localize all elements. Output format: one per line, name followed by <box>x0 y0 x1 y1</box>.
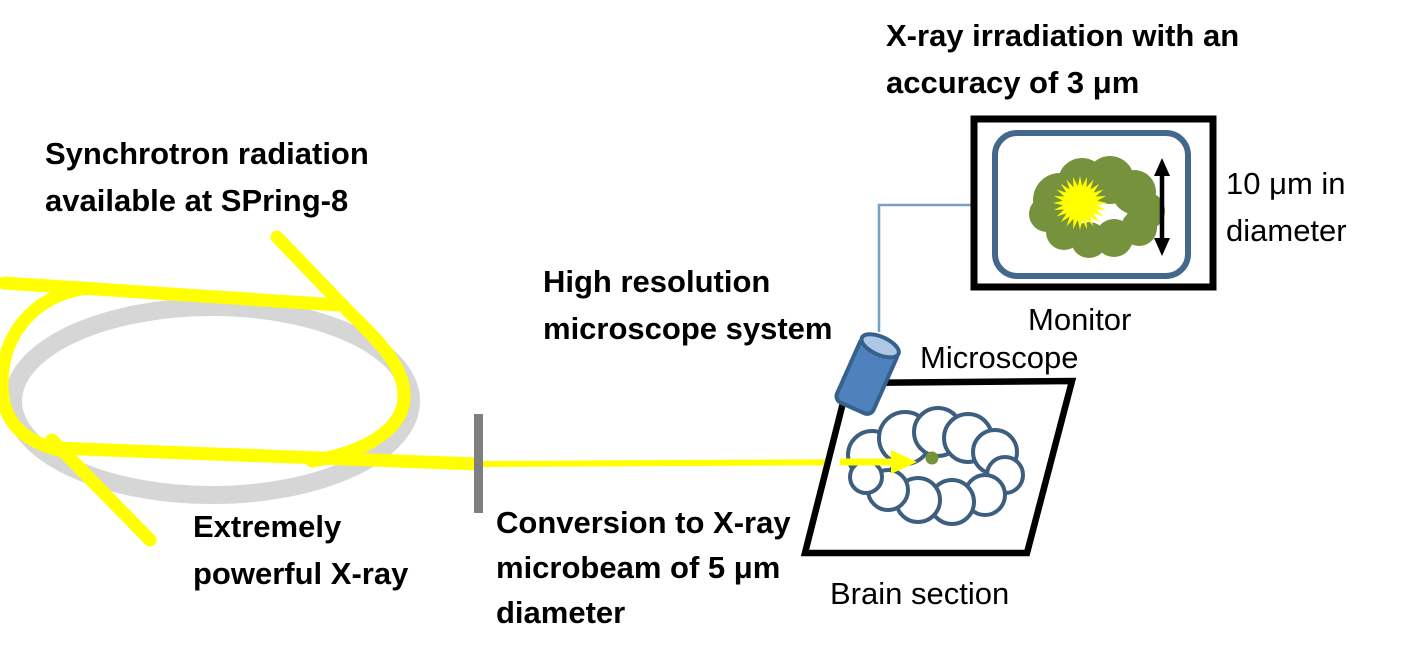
xray-accuracy-line2: accuracy of 3 μm <box>886 65 1140 100</box>
slit-bar <box>474 414 483 513</box>
irradiation-target-dot <box>925 451 939 465</box>
loop-top-line <box>0 276 345 312</box>
powerful-xray-line1: Extremely <box>193 509 342 544</box>
conversion-line1: Conversion to X-ray <box>496 505 791 540</box>
monitor <box>970 115 1217 291</box>
diameter-arrow <box>1154 158 1170 256</box>
loop-right-curve-arrow <box>270 230 411 468</box>
loop-bottom-arrow-tail <box>45 433 157 547</box>
microscope-lens-cap <box>859 332 901 360</box>
conversion-label: Conversion to X-ray microbeam of 5 μm di… <box>496 500 791 635</box>
storage-ring-ellipse <box>4 298 420 504</box>
storage-ring <box>4 298 420 504</box>
synchrotron-line2: available at SPring-8 <box>45 183 349 218</box>
synchrotron-line1: Synchrotron radiation <box>45 136 369 171</box>
xray-accuracy-line1: X-ray irradiation with an <box>886 18 1240 53</box>
diameter-arrow-up-head <box>1154 158 1170 176</box>
monitor-label: Monitor <box>1028 302 1132 337</box>
brain-section-plate <box>800 377 1077 557</box>
brain-cloud <box>846 406 1025 526</box>
high-resolution-line2: microscope system <box>543 311 833 346</box>
loop-left-curve <box>0 282 89 458</box>
synchrotron-label: Synchrotron radiation available at SPrin… <box>45 130 369 224</box>
powerful-xray-line2: powerful X-ray <box>193 556 409 591</box>
powerful-xray-label: Extremely powerful X-ray <box>193 503 408 597</box>
beam-over-cloud-arrowhead <box>891 450 917 474</box>
sunburst-icon <box>1053 176 1107 230</box>
high-resolution-label: High resolution microscope system <box>543 258 832 352</box>
extracted-beam-thick <box>49 441 484 471</box>
conversion-line3: diameter <box>496 595 626 630</box>
synchrotron-radiation-loop <box>0 230 484 547</box>
brain-section-label: Brain section <box>830 576 1010 611</box>
diameter-arrow-down-head <box>1154 238 1170 256</box>
xray-accuracy-label: X-ray irradiation with an accuracy of 3 … <box>886 12 1239 106</box>
microscope-label: Microscope <box>920 340 1079 375</box>
microscope-cylinder <box>834 332 901 416</box>
diameter-note-line1: 10 μm in <box>1226 166 1346 201</box>
diameter-note-line2: diameter <box>1226 213 1347 248</box>
diameter-note-label: 10 μm in diameter <box>1226 160 1347 254</box>
conversion-line2: microbeam of 5 μm <box>496 550 781 585</box>
high-resolution-line1: High resolution <box>543 264 771 299</box>
microscope-monitor-connector <box>877 203 975 332</box>
beam-into-cloud <box>840 450 939 474</box>
